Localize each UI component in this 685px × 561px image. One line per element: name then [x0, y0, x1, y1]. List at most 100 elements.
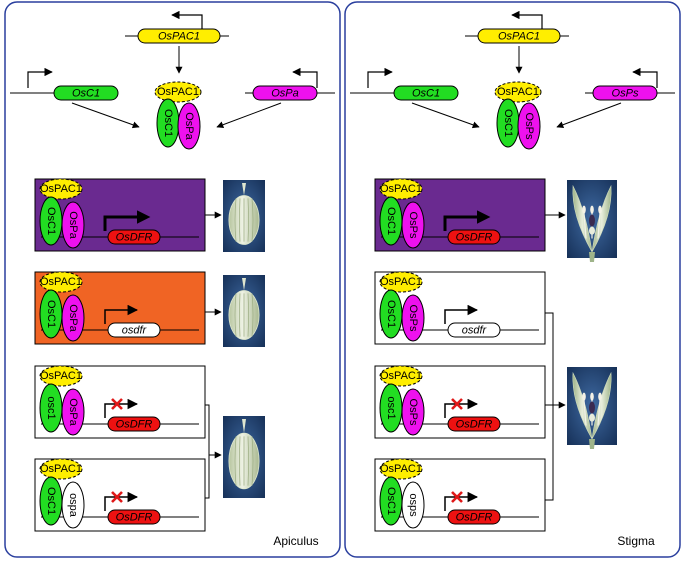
complex-partner-oval [517, 102, 541, 150]
apiculus-colorless-photo-vein [251, 436, 254, 486]
complex-c1-label: OsC1 [162, 109, 174, 137]
pac1-promoter-arrow [511, 10, 543, 30]
apiculus-colored-photo-vein [234, 198, 237, 242]
row-1-dfr-box [107, 322, 161, 338]
c1-gene-label: OsC1 [72, 88, 100, 100]
c1-gene-label: OsC1 [412, 88, 440, 100]
stigma-colorless-photo-stigma [589, 401, 595, 414]
row-0-partner-oval [61, 201, 85, 249]
apiculus-colorless-photo-vein [234, 436, 237, 486]
c1-promoter-arrow [27, 67, 53, 88]
partner-promoter-arrow [632, 67, 658, 88]
apiculus-colored-photo-vein [251, 198, 254, 242]
row-0-dfr-box [107, 229, 161, 245]
row-3-partner-label: ospa [67, 493, 79, 518]
stigma-colorless-photo [567, 367, 617, 449]
stigma-colorless-photo-filament [583, 399, 587, 426]
row-3-tss-arrow [104, 491, 139, 511]
row-3-dfr-label: OsDFR [456, 512, 493, 524]
apiculus-partial-photo [223, 275, 265, 347]
stigma-colored-photo [567, 180, 617, 262]
stigma-colorless-photo-ovary [589, 413, 595, 422]
row-3-block-x-icon [111, 491, 123, 503]
row-0-pac1-oval [379, 178, 423, 200]
tissue-label: Stigma [617, 534, 655, 548]
row-0-pac1-oval [39, 178, 83, 200]
partner-promoter-arrow [292, 67, 318, 88]
row-1-partner-label: OsPa [67, 304, 79, 332]
tissue-label: Apiculus [273, 534, 318, 548]
apiculus-colorless-photo-vein [247, 436, 249, 486]
row-0-tss-arrow [443, 210, 491, 231]
apiculus-colorless-photo-vein [239, 436, 241, 486]
row-3-dfr-box [447, 509, 501, 525]
row-2-partner-label: OsPa [67, 398, 79, 426]
row-0-pac1-label: OsPAC1 [40, 183, 82, 195]
stigma-colored-photo-filament [597, 212, 601, 239]
apiculus-partial-photo-vein [234, 293, 237, 337]
row-0-partner-label: OsPs [407, 212, 419, 239]
row-1-tss-arrow [444, 304, 479, 324]
row-2-block-x-icon [451, 398, 463, 410]
row-2-partner-oval [401, 388, 425, 436]
row-0-partner-oval [401, 201, 425, 249]
apiculus-colorless-photo-apiculus [242, 419, 246, 434]
pac1-gene: OsPAC1 [477, 28, 561, 44]
row-0-c1-label: OsC1 [45, 207, 57, 235]
c1-gene-box [393, 85, 459, 101]
row-1-pac1-oval [379, 271, 423, 293]
row-3-c1-label: OsC1 [385, 487, 397, 515]
row-0-pac1-label: OsPAC1 [380, 183, 422, 195]
row-2-c1-label: osc1 [385, 396, 397, 419]
row-3-partner-oval [61, 481, 85, 529]
row-1-tss-arrow [104, 304, 139, 324]
row-2-partner-oval [61, 388, 85, 436]
c1-to-complex-arrow [71, 102, 140, 129]
complex-c1-label: OsC1 [502, 109, 514, 137]
c1-promoter-arrow [367, 67, 393, 88]
c1-gene-box [53, 85, 119, 101]
partner-gene-box [252, 85, 318, 101]
row-3-partner-label: osps [407, 493, 419, 517]
mutant-bracket [205, 404, 210, 499]
stigma-colored-photo-anther [598, 205, 602, 214]
partner-to-complex-arrow [216, 102, 282, 129]
c1-to-complex-arrow [411, 102, 480, 129]
complex-partner-oval [177, 102, 201, 150]
complex-pac1-oval [494, 81, 542, 103]
row-1-dfr-label: osdfr [462, 325, 488, 337]
row-0-dfr-label: OsDFR [116, 232, 153, 244]
row-3-block-x-icon [451, 491, 463, 503]
apiculus-partial-photo-vein [239, 293, 241, 337]
pac1-gene-label: OsPAC1 [158, 31, 200, 43]
apiculus-colored-photo [223, 180, 265, 252]
row-3-pac1-oval [379, 458, 423, 480]
apiculus-colored-photo-apiculus [242, 183, 246, 196]
row-1-dfr-label: osdfr [122, 325, 148, 337]
row-2-dfr-label: OsDFR [456, 419, 493, 431]
pac1-promoter-arrow [171, 10, 203, 30]
row-1-c1-label: OsC1 [45, 300, 57, 328]
partner-to-complex-arrow [556, 102, 622, 129]
row-3-pac1-label: OsPAC1 [40, 463, 82, 475]
row-1-partner-oval [61, 294, 85, 342]
stigma-colored-photo-lemma [572, 184, 593, 253]
c1-gene: OsC1 [53, 85, 119, 101]
row-3-partner-oval [401, 481, 425, 529]
stigma-colorless-photo-filament [597, 399, 601, 426]
row-2-partner-label: OsPs [407, 399, 419, 426]
partner-gene-box [592, 85, 658, 101]
row-0-partner-label: OsPa [67, 211, 79, 239]
apiculus-partial-photo-vein [251, 293, 254, 337]
row-2-c1-label: osc1 [45, 396, 57, 419]
row-2-dfr-label: OsDFR [116, 419, 153, 431]
row-2-tss-arrow [104, 398, 139, 418]
complex-partner-label: OsPa [183, 112, 195, 140]
stigma-colorless-photo-palea [591, 371, 612, 440]
